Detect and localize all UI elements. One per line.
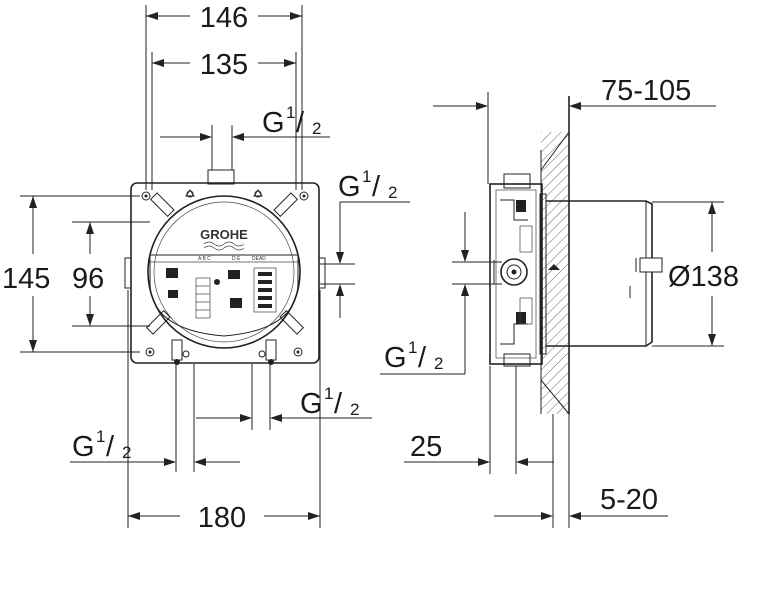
dim-offset: 25 xyxy=(410,431,442,463)
dim-side-thread-den: 2 xyxy=(434,354,443,373)
side-dimensions: 75-105 Ø138 G 1 / 2 25 xyxy=(380,75,739,528)
dim-total-width: 180 xyxy=(198,502,246,534)
panel-label-dead: DEAD xyxy=(252,256,266,262)
side-frame xyxy=(489,183,543,365)
dim-bottom-left-thread-slash: / xyxy=(106,431,115,463)
dim-diameter: Ø138 xyxy=(668,261,739,293)
wall-section xyxy=(541,132,569,414)
bottom-outlet-right xyxy=(265,339,277,361)
panel-label-abc: A B C xyxy=(198,256,211,262)
logo-waves-icon xyxy=(203,241,245,247)
brand-logo: GROHE xyxy=(200,227,248,242)
dim-top-thread-num: 1 xyxy=(286,103,295,122)
dim-width-outer: 146 xyxy=(200,2,248,34)
dim-bottom-left-thread: G xyxy=(72,431,95,463)
dim-bottom-left-thread-num: 1 xyxy=(96,427,105,446)
dim-top-thread-slash: / xyxy=(296,107,305,139)
dim-top-thread: G xyxy=(262,107,285,139)
dim-bottom-right-thread-num: 1 xyxy=(324,384,333,403)
top-inlet-stub xyxy=(207,169,235,185)
dim-bottom-right-thread-den: 2 xyxy=(350,400,359,419)
front-dimensions: 146 135 G 1 / 2 145 96 xyxy=(2,2,410,534)
dim-side-thread: G xyxy=(384,342,407,374)
dim-bottom-left-thread-den: 2 xyxy=(122,443,131,462)
valve-cylinder xyxy=(546,200,653,347)
dim-wall-range: 5-20 xyxy=(600,484,658,516)
dim-right-thread-den: 2 xyxy=(388,183,397,202)
dim-depth-range: 75-105 xyxy=(601,75,691,107)
dim-side-thread-num: 1 xyxy=(408,338,417,357)
dim-side-thread-slash: / xyxy=(418,342,427,374)
side-view xyxy=(489,96,663,415)
dim-height-outer: 145 xyxy=(2,263,50,295)
panel-symbols xyxy=(166,267,277,319)
valve-body-circle xyxy=(147,195,301,349)
bottom-outlet-left xyxy=(171,339,183,361)
dim-top-thread-den: 2 xyxy=(312,119,321,138)
right-stub xyxy=(318,257,326,289)
front-view: GROHE A B C D E DEAD xyxy=(124,169,326,365)
dim-right-thread: G xyxy=(338,171,361,203)
diagonal-clamps xyxy=(145,192,305,335)
panel-label-de: D E xyxy=(232,256,241,262)
side-port xyxy=(500,258,528,286)
dim-right-thread-num: 1 xyxy=(362,167,371,186)
dim-bottom-right-thread: G xyxy=(300,388,323,420)
dim-width-inner: 135 xyxy=(200,49,248,81)
control-panel xyxy=(149,254,299,337)
left-stub xyxy=(124,257,132,289)
dim-right-thread-slash: / xyxy=(372,171,381,203)
dim-bottom-right-thread-slash: / xyxy=(334,388,343,420)
dim-height-inner: 96 xyxy=(72,263,104,295)
